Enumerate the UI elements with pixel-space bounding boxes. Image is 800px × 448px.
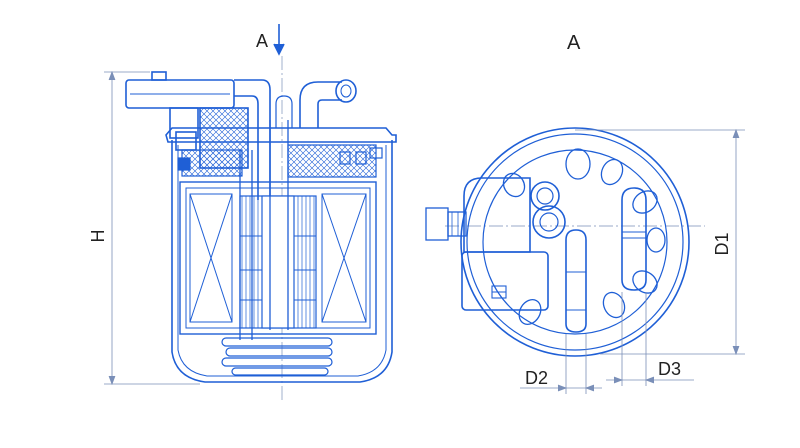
bottom-coil (221, 337, 333, 376)
d1-label: D1 (712, 232, 732, 255)
pleated-core (239, 195, 317, 329)
filter-media-left (189, 193, 233, 323)
d3-label: D3 (658, 359, 681, 379)
lid-clips (177, 147, 383, 171)
inlet-connector (275, 79, 357, 128)
mounting-block (425, 177, 549, 311)
center-tubes (239, 120, 289, 340)
view-arrow (273, 24, 285, 56)
top-view-a (425, 127, 705, 357)
dimension-lines (104, 70, 745, 394)
housing-inner-wall (177, 145, 387, 377)
flange-vent-slots (502, 148, 666, 325)
view-title-label: A (567, 32, 581, 54)
top-view-pipes (565, 187, 647, 333)
filter-media-right (321, 193, 367, 323)
filter-element (179, 181, 377, 335)
d2-label: D2 (525, 368, 548, 388)
flange-outer (460, 127, 690, 357)
housing-body (171, 140, 393, 383)
outlet-connector (125, 71, 271, 200)
height-label: H (88, 230, 108, 243)
side-section-view (125, 24, 397, 400)
port-rings (530, 181, 566, 239)
view-marker-label: A (256, 31, 268, 51)
